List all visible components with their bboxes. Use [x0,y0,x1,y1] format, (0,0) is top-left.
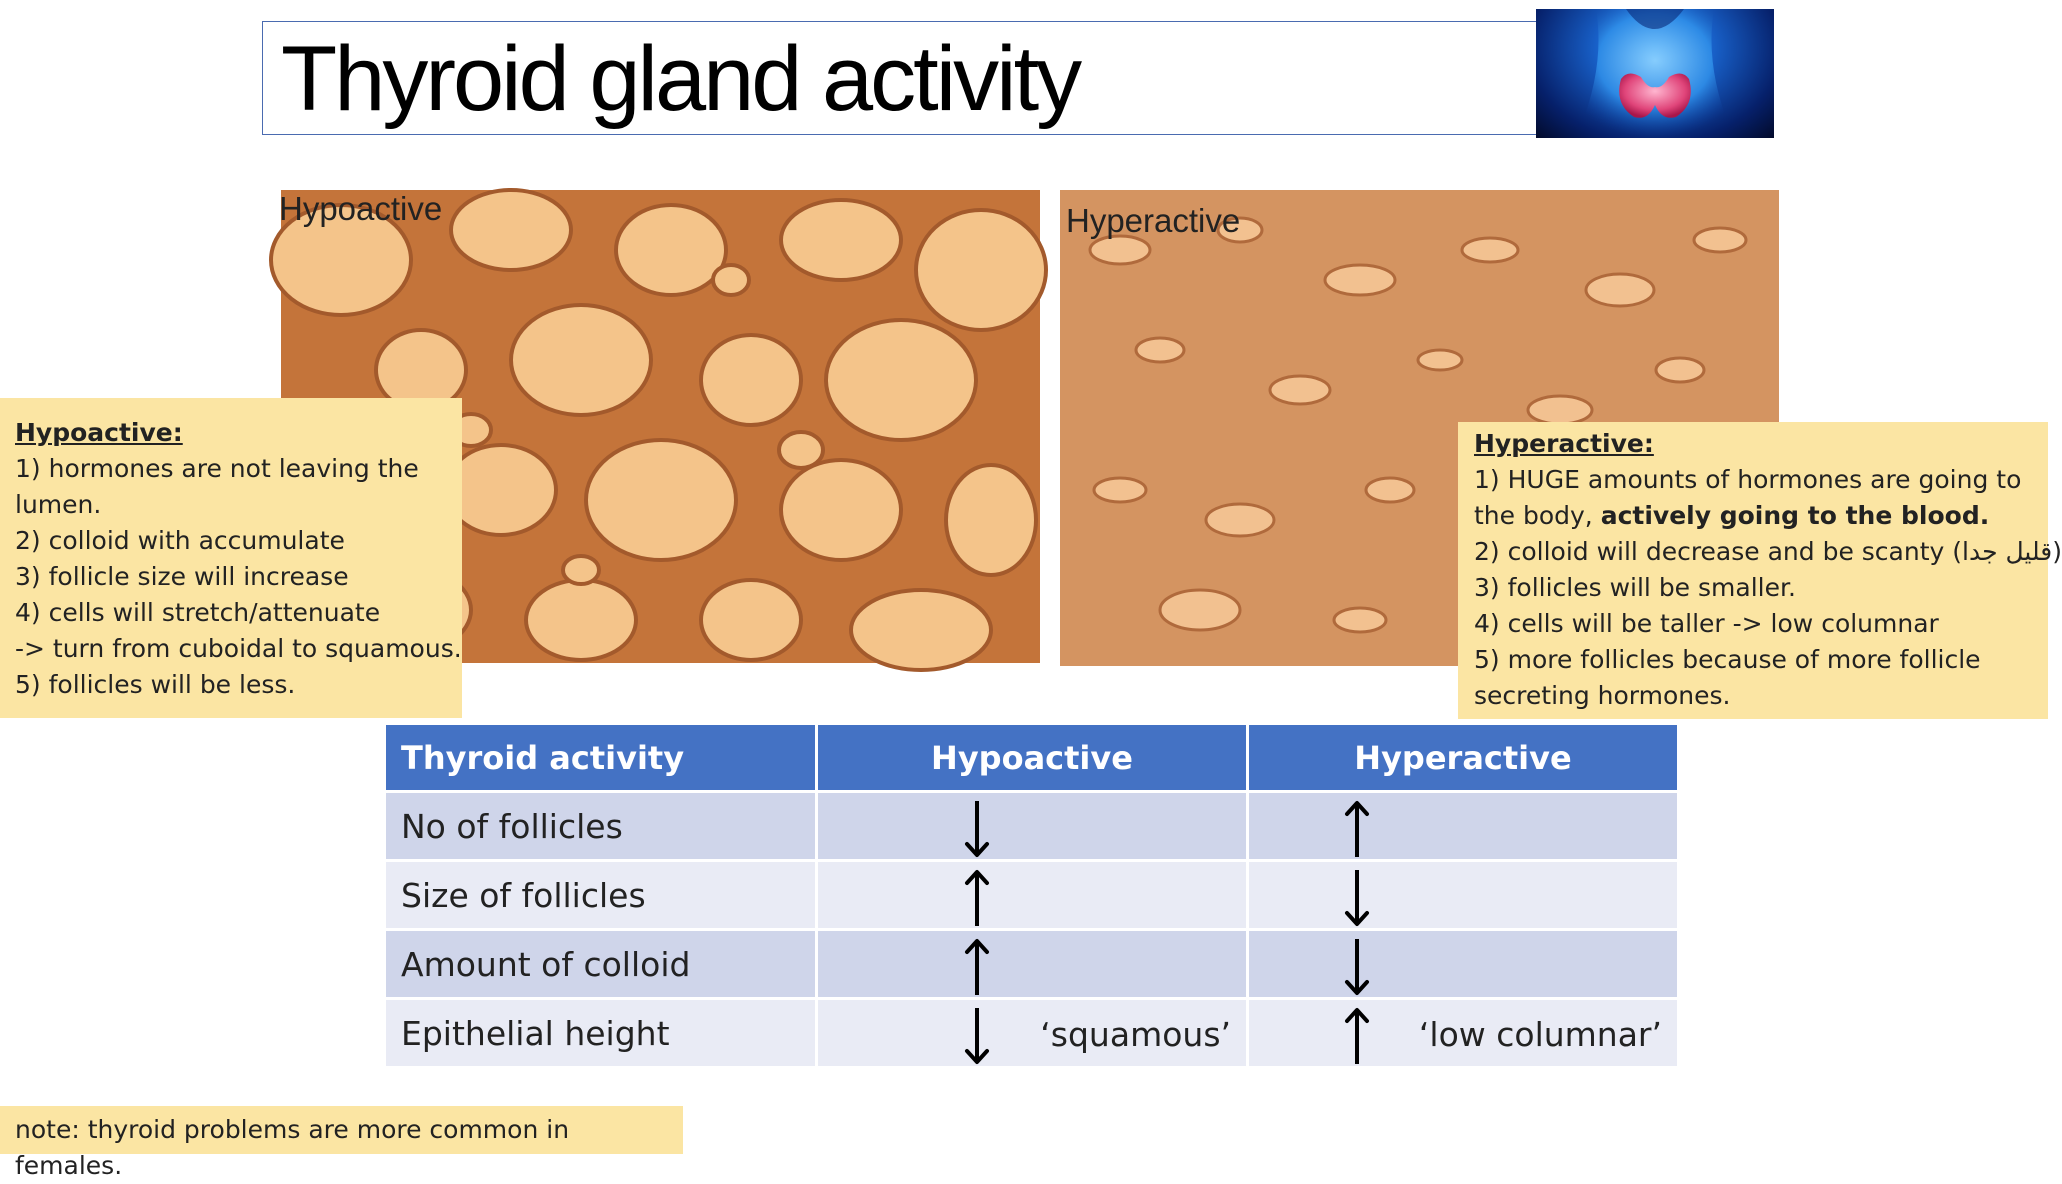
table-row: Epithelial height ‘squamous’ ‘low column… [383,997,1680,1069]
hypoactive-note-line: lumen. [15,490,102,519]
arrow-down-icon [1342,868,1372,928]
hypoactive-note-line: 2) colloid with accumulate [15,526,345,555]
hyperactive-note-line: secreting hormones. [1474,681,1731,710]
hyperactive-note-heading: Hyperactive: [1474,429,1654,458]
hyperactive-note-line: the body, actively going to the blood. [1474,498,2048,534]
hyper-cell [1246,790,1680,862]
hypo-cell [815,859,1249,931]
hyperactive-note-text: the body, [1474,501,1601,530]
hypoactive-note-line: 3) follicle size will increase [15,562,349,591]
hyper-cell [1246,859,1680,931]
hypoactive-note-heading: Hypoactive: [15,418,183,447]
hypo-cell [815,928,1249,1000]
hyperactive-image-label: Hyperactive [1066,202,1241,239]
table-header-hypoactive: Hypoactive [815,722,1249,793]
hypoactive-note: Hypoactive: 1) hormones are not leaving … [0,398,462,718]
thyroid-illustration-graphic [1576,9,1734,138]
hyperactive-note-line: 1) HUGE amounts of hormones are going to [1474,465,2022,494]
table-header-activity: Thyroid activity [383,722,818,793]
table-row: No of follicles [383,790,1680,862]
arrow-up-icon [1342,1006,1372,1066]
hyperactive-note-line: 2) colloid will decrease and be scanty (… [1474,537,2062,566]
hyperactive-note-line: 3) follicles will be smaller. [1474,573,1796,602]
hyper-cell [1246,928,1680,1000]
hypo-cell: ‘squamous’ [815,997,1249,1069]
thyroid-activity-table: Thyroid activity Hypoactive Hyperactive … [383,722,1680,1069]
page-title: Thyroid gland activity [281,28,1082,130]
hypoactive-image-label: Hypoactive [279,190,443,227]
arrow-up-icon [1342,799,1372,859]
hyper-cell: ‘low columnar’ [1246,997,1680,1069]
row-label: Size of follicles [383,859,818,931]
hypo-cell [815,790,1249,862]
hypoactive-note-line: -> turn from cuboidal to squamous. [15,634,462,663]
arrow-down-icon [962,1006,992,1066]
hyperactive-note-line: 4) cells will be taller -> low columnar [1474,609,1939,638]
row-label: No of follicles [383,790,818,862]
table-header-row: Thyroid activity Hypoactive Hyperactive [383,722,1680,793]
cell-note: ‘squamous’ [1040,1015,1231,1054]
arrow-up-icon [962,868,992,928]
hypoactive-note-line: 5) follicles will be less. [15,670,296,699]
table-row: Size of follicles [383,859,1680,931]
hypoactive-note-line: 4) cells will stretch/attenuate [15,598,381,627]
arrow-down-icon [962,799,992,859]
arrow-down-icon [1342,937,1372,997]
hyperactive-note-emphasis: actively going to the blood. [1600,501,1990,530]
table-header-hyperactive: Hyperactive [1246,722,1680,793]
cell-note: ‘low columnar’ [1418,1015,1662,1054]
arrow-up-icon [962,937,992,997]
hypoactive-note-line: 1) hormones are not leaving the [15,454,419,483]
table-row: Amount of colloid [383,928,1680,1000]
hyperactive-note-line: 5) more follicles because of more follic… [1474,645,1981,674]
thyroid-illustration [1536,9,1774,138]
row-label: Amount of colloid [383,928,818,1000]
footer-note: note: thyroid problems are more common i… [0,1106,683,1180]
title-box: Thyroid gland activity [262,21,1774,135]
row-label: Epithelial height [383,997,818,1069]
hyperactive-note: Hyperactive: 1) HUGE amounts of hormones… [1458,422,2062,719]
